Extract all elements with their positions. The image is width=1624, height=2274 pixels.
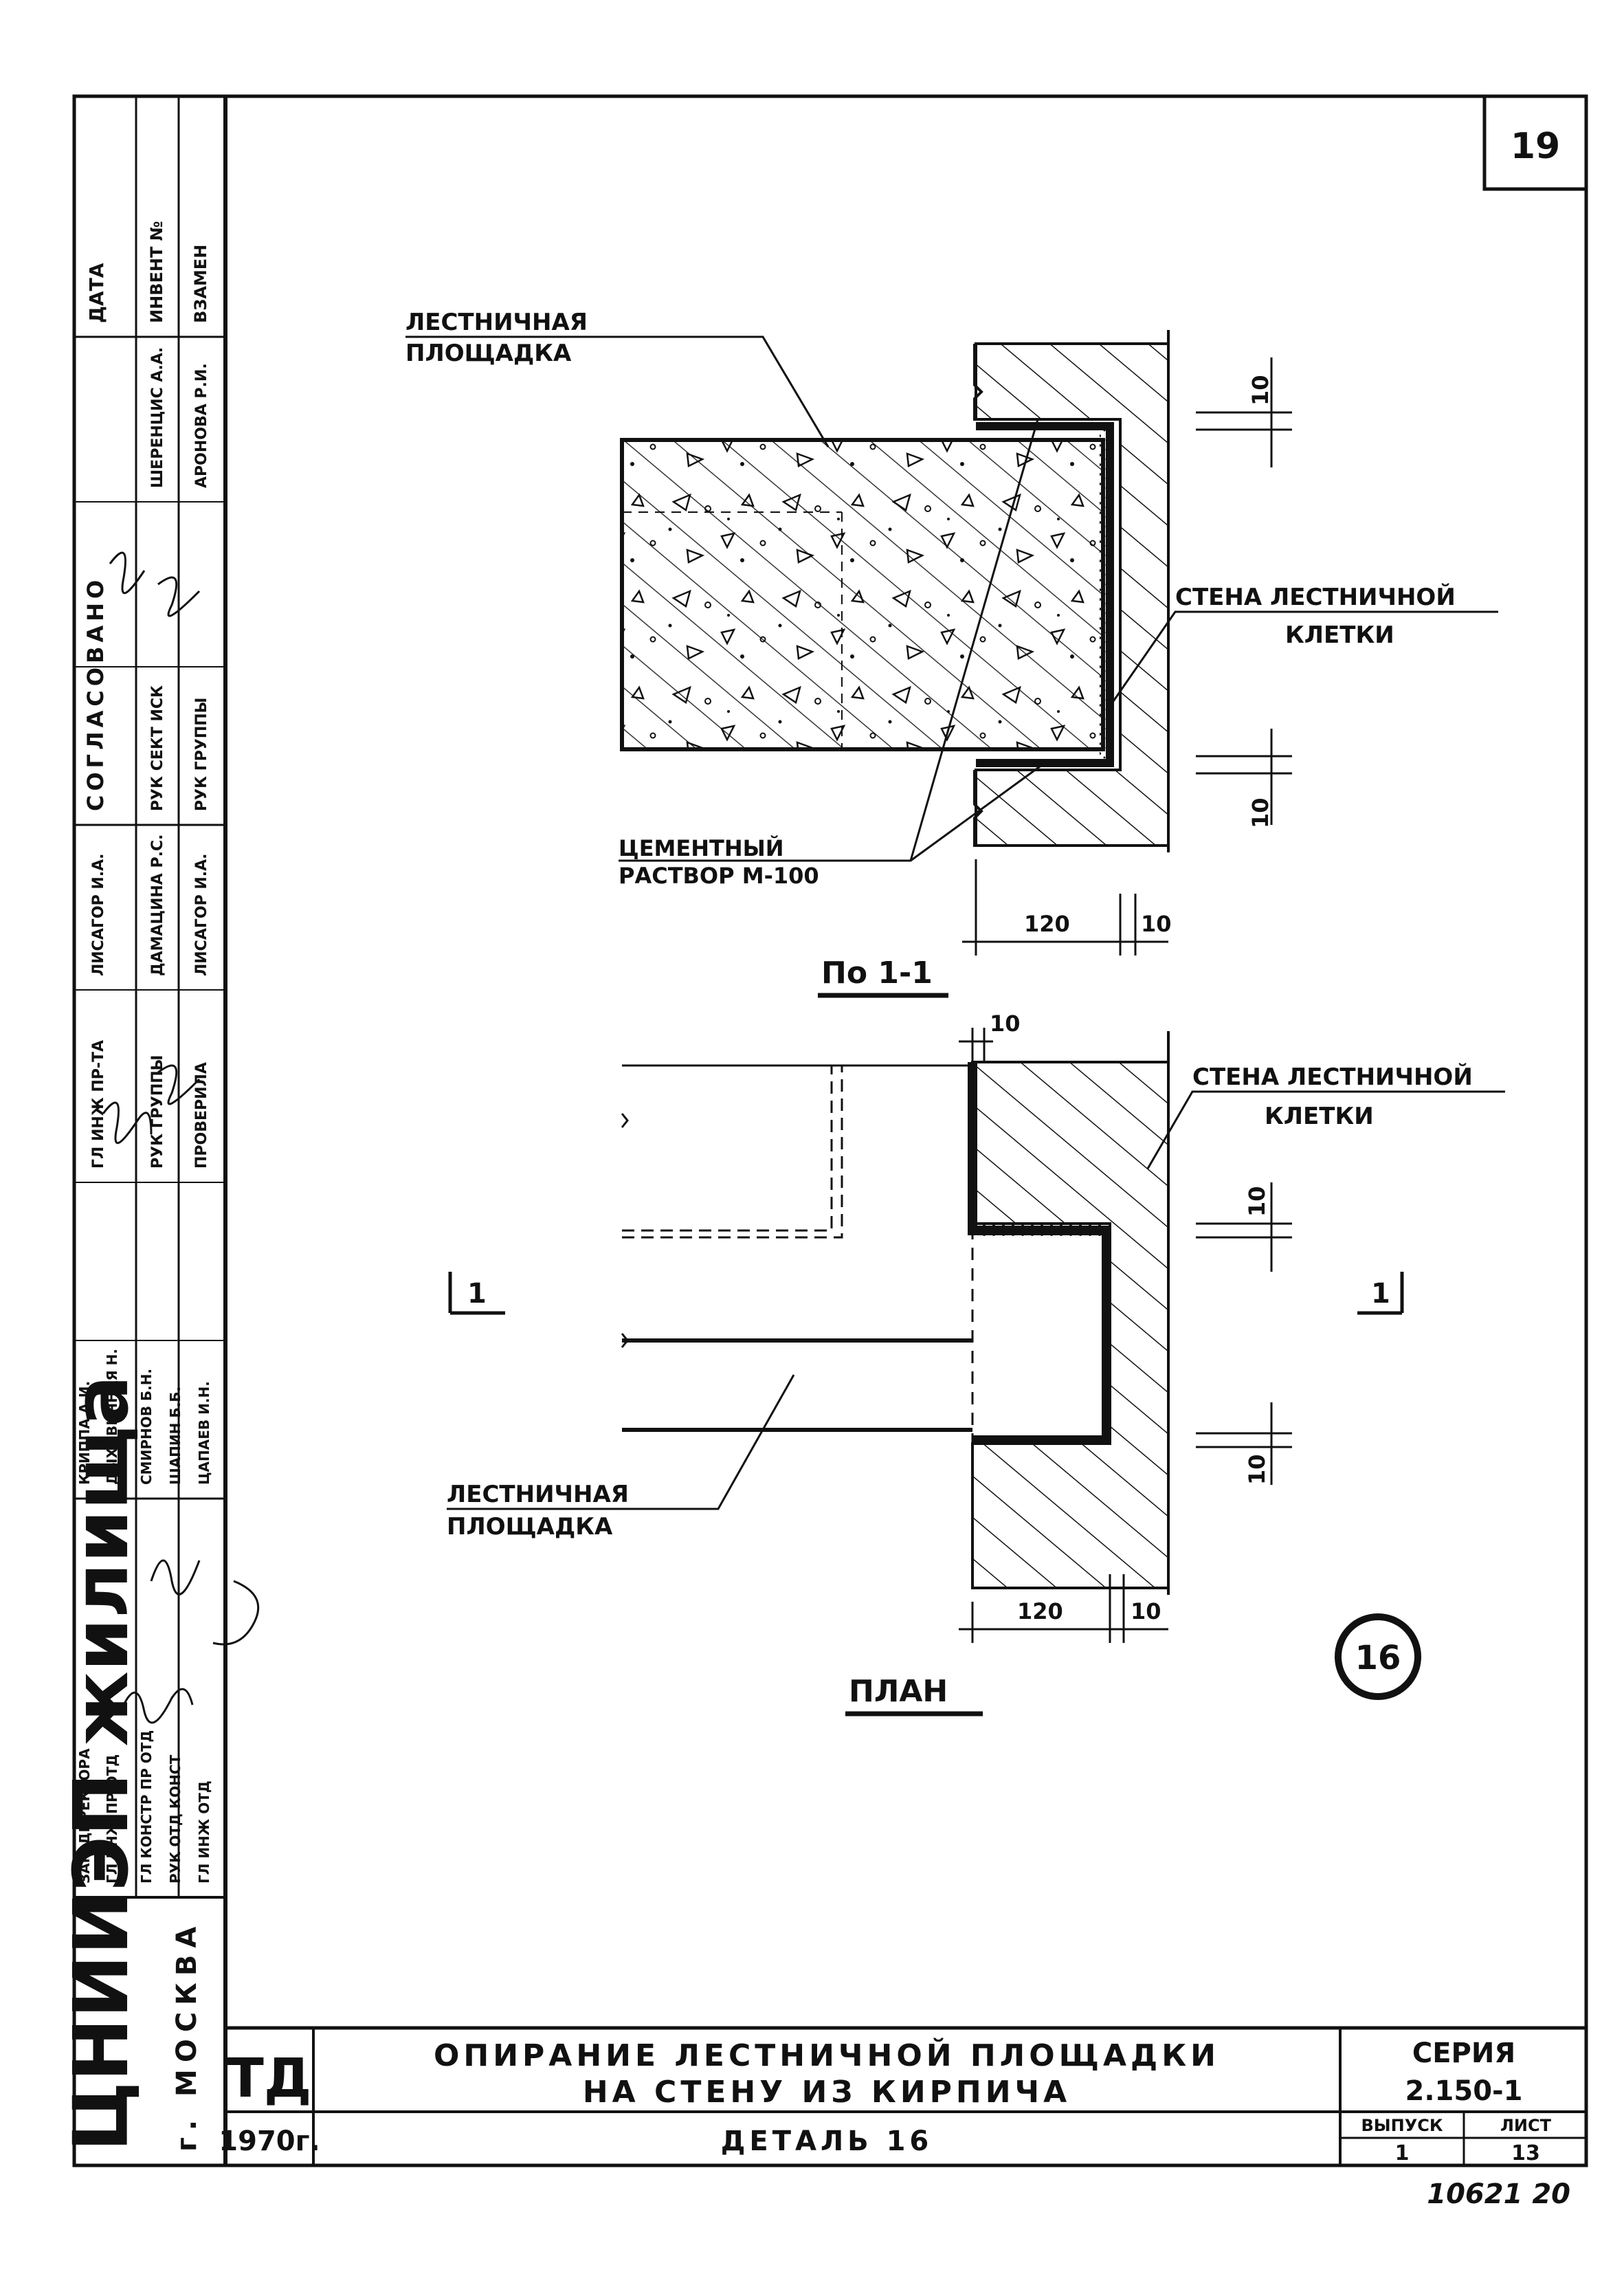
stamp-staff-role-4: РУК ОТД КОНСТ [167,1754,183,1884]
brick-wall-plan [971,1061,1170,1589]
plan-label-platform-1: ЛЕСТНИЧНАЯ [447,1481,629,1508]
stamp-staff-name-1: КРИППА А.И. [76,1381,93,1485]
issue-value: 1 [1395,2141,1410,2165]
section-dimensions: 10 10 120 10 [962,357,1292,956]
stamp-right-name-3: ЛИСАГОР И.А. [193,853,210,976]
detail-number: 16 [1355,1639,1401,1677]
plan-label-wall-2: КЛЕТКИ [1265,1103,1374,1130]
title-code: ТД [227,2048,312,2110]
stamp-staff-name-2: ДЫХОВИЧНАЯ Н. [104,1349,120,1485]
archive-number: 10621 20 [1427,2178,1570,2210]
title-block: ТД 1970г. ОПИРАНИЕ ЛЕСТНИЧНОЙ ПЛОЩАДКИ Н… [219,2026,1586,2165]
section-dim-10-bottom: 10 [1247,797,1273,828]
section-drawing: ЛЕСТНИЧНАЯ ПЛОЩАДКА СТЕНА ЛЕСТНИЧНОЙ КЛЕ… [405,309,1498,998]
stamp-col-replaced: ВЗАМЕН [191,245,210,323]
stamp-staff-role-1: ЗАМ ДИРЕКТОРА [76,1748,93,1884]
stamp-approver-name-1: ШЕРЕНЦИС А.А. [149,347,166,488]
title-year: 1970г. [219,2126,320,2157]
detail-number-circle [1335,1613,1421,1700]
title-line-1: ОПИРАНИЕ ЛЕСТНИЧНОЙ ПЛОЩАДКИ [434,2037,1220,2073]
issue-label: ВЫПУСК [1361,2116,1443,2135]
stamp-approver-role-2: РУК ГРУППЫ [193,698,210,811]
stamp-right-role-3: ПРОВЕРИЛА [193,1062,210,1169]
stamp-right-name-1: ЛИСАГОР И.А. [90,853,107,976]
section-caption: По 1-1 [821,956,933,991]
plan-label-wall-1: СТЕНА ЛЕСТНИЧНОЙ [1192,1063,1473,1091]
sheet-label: ЛИСТ [1500,2116,1552,2135]
plan-dim-10-horizontal: 10 [1131,1598,1161,1624]
plan-drawing: СТЕНА ЛЕСТНИЧНОЙ КЛЕТКИ ЛЕСТНИЧНАЯ ПЛОЩА… [447,1011,1505,1716]
section-dim-120: 120 [1024,911,1070,937]
org-city: г. МОСКВА [171,1920,203,2152]
stamp-approver-name-2: АРОНОВА Р.И. [193,363,210,488]
title-subtitle: ДЕТАЛЬ 16 [721,2126,933,2157]
section-dim-10-horizontal: 10 [1141,911,1172,937]
stamp-staff-role-3: ГЛ КОНСТР ПР ОТД [138,1730,155,1884]
section-label-mortar-2: РАСТВОР М-100 [619,863,819,889]
stamp-right-role-1: ГЛ ИНЖ ПР-ТА [90,1040,107,1169]
section-label-wall-2: КЛЕТКИ [1285,621,1394,649]
page-number: 19 [1511,126,1560,167]
section-label-platform-1: ЛЕСТНИЧНАЯ [405,309,588,336]
outer-frame [72,94,1588,2167]
plan-dim-10-right-bottom: 10 [1244,1454,1270,1485]
org-name: ЦНИИЭП жилища [57,1376,145,2152]
stamp-col-inv: ИНВЕНТ № [147,221,166,323]
section-label-mortar-1: ЦЕМЕНТНЫЙ [619,835,784,861]
page-number-box [1482,94,1588,191]
stamp-staff-name-4: ШАПИН Б.Б. [167,1387,183,1485]
stamp-approver-role-1: РУК СЕКТ ИСК [149,685,166,811]
section-dim-10-top: 10 [1247,375,1273,406]
plan-dim-10-right-top: 10 [1244,1186,1270,1217]
section-label-platform-2: ПЛОЩАДКА [405,340,572,367]
stamp-right-name-2: ДАМАЦИНА Р.С. [149,835,166,976]
stamp-staff-role-5: ГЛ ИНЖ ОТД [196,1780,212,1884]
series-value: 2.150-1 [1405,2075,1523,2107]
plan-caption: ПЛАН [849,1674,948,1709]
plan-section-mark-right: 1 [1371,1278,1390,1310]
side-stamp: ДАТА ИНВЕНТ № ВЗАМЕН СОГЛАСОВАНО РУК СЕК… [57,96,260,2152]
stamp-staff-name-5: ЦАПАЕВ И.Н. [196,1381,212,1485]
stamp-col-date: ДАТА [85,263,108,323]
plan-dim-10-top: 10 [990,1011,1021,1037]
stamp-approved-title: СОГЛАСОВАНО [82,576,109,811]
plan-section-mark-left: 1 [467,1278,487,1310]
section-label-wall-1: СТЕНА ЛЕСТНИЧНОЙ [1175,583,1456,611]
stamp-staff-role-2: ГЛ ИНЖ ПР ОТД [104,1754,120,1884]
series-label: СЕРИЯ [1412,2038,1515,2069]
sheet-value: 13 [1511,2141,1540,2165]
title-line-2: НА СТЕНУ ИЗ КИРПИЧА [583,2075,1071,2110]
plan-dim-120: 120 [1017,1598,1063,1624]
stamp-right-role-2: РУК ГРУППЫ [149,1055,166,1169]
stamp-staff-name-3: СМИРНОВ Б.Н. [138,1369,155,1485]
plan-dimensions: 10 10 10 120 10 [959,1011,1292,1643]
plan-label-platform-2: ПЛОЩАДКА [447,1513,613,1541]
